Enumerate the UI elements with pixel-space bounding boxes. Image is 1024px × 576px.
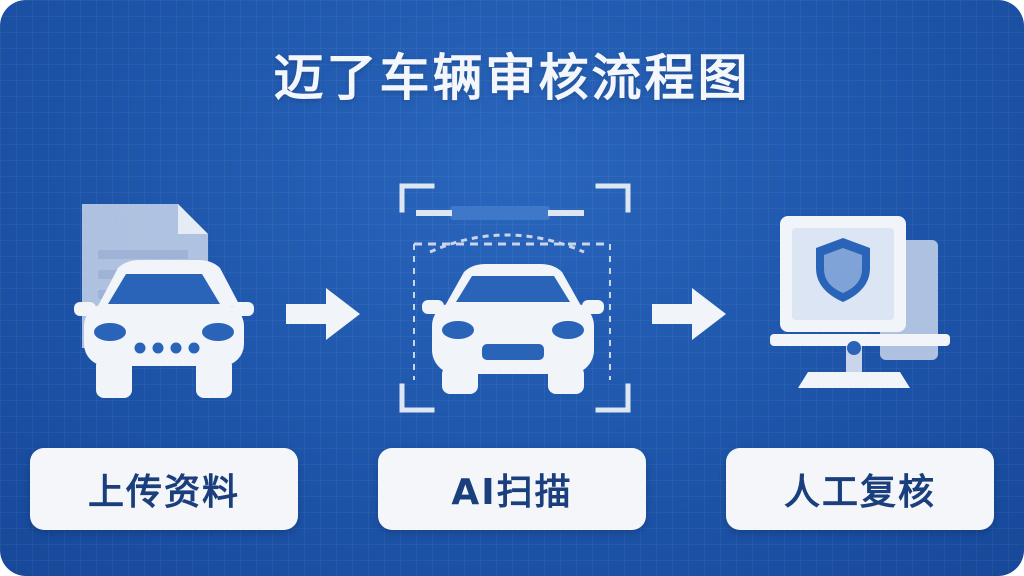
step-manual-review: 人工复核 bbox=[726, 448, 994, 530]
step-ai-scan: AI扫描 bbox=[378, 448, 646, 530]
document-car-icon bbox=[74, 204, 254, 398]
monitor-shield-icon bbox=[770, 216, 950, 388]
step-manual-review-label: 人工复核 bbox=[783, 472, 936, 513]
arrow-right-icon bbox=[286, 288, 360, 340]
arrow-right-icon bbox=[652, 288, 726, 340]
step-upload-label: 上传资料 bbox=[87, 472, 240, 513]
step-ai-scan-label: AI扫描 bbox=[451, 472, 573, 513]
car-scan-icon bbox=[399, 183, 631, 413]
page-title: 迈了车辆审核流程图 bbox=[273, 49, 751, 107]
step-upload: 上传资料 bbox=[30, 448, 298, 530]
